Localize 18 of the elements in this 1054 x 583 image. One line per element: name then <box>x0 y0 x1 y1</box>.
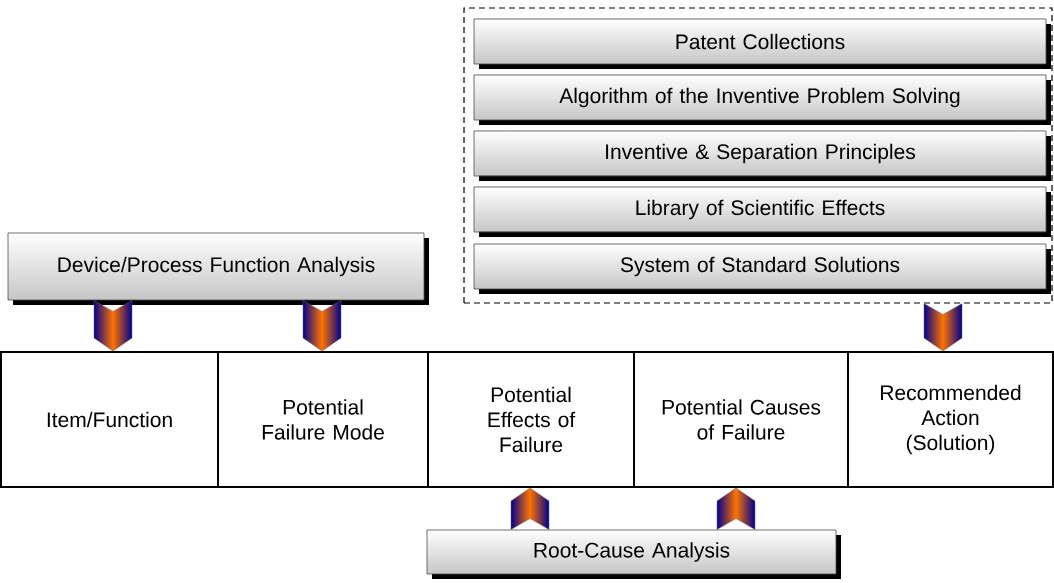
analysis-box: Root-Cause Analysis <box>426 529 841 579</box>
analysis-box: Device/Process Function Analysis <box>7 232 429 305</box>
tool-box: Algorithm of the Inventive Problem Solving <box>473 74 1051 125</box>
table-cell: Item/Function <box>0 351 219 488</box>
dashed-frame <box>463 7 1053 304</box>
chevron-arrow <box>923 303 963 352</box>
chevron-arrow <box>302 300 342 352</box>
chevron-arrow <box>510 487 550 530</box>
tool-box: System of Standard Solutions <box>473 243 1051 294</box>
table-cell: Potential Effects of Failure <box>427 351 635 488</box>
tool-box: Inventive & Separation Principles <box>473 130 1051 181</box>
chevron-arrow <box>93 300 133 352</box>
table-cell: Potential Causes of Failure <box>633 351 849 488</box>
tool-box: Patent Collections <box>473 18 1051 69</box>
table-cell: Recommended Action (Solution) <box>847 351 1054 488</box>
table-cell: Potential Failure Mode <box>217 351 429 488</box>
tool-box: Library of Scientific Effects <box>473 186 1051 237</box>
chevron-arrow <box>716 487 756 530</box>
